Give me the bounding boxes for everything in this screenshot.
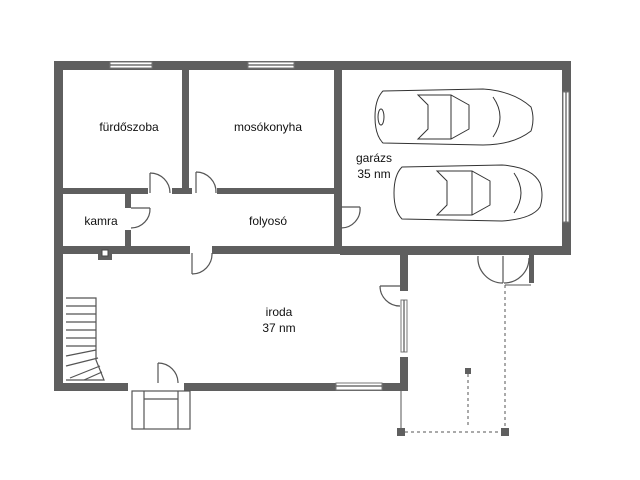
doors xyxy=(130,171,530,384)
room-area-office: 37 nm xyxy=(262,321,295,335)
room-label-garage: garázs xyxy=(356,151,392,165)
staircase xyxy=(65,297,105,381)
car-icon xyxy=(393,164,543,222)
room-label-bathroom: fürdőszoba xyxy=(99,120,159,134)
room-label-pantry: kamra xyxy=(84,214,118,228)
room-label-office: iroda xyxy=(266,305,293,319)
entrance-steps xyxy=(131,390,191,430)
room-area-garage: 35 nm xyxy=(357,167,390,181)
room-label-laundry: mosókonyha xyxy=(234,120,302,134)
room-label-corridor: folyosó xyxy=(249,214,287,228)
windows xyxy=(109,61,570,391)
outer-walls xyxy=(54,61,571,391)
interior-walls xyxy=(63,70,534,436)
terrace-outline xyxy=(400,284,531,433)
car-icon xyxy=(374,88,534,146)
